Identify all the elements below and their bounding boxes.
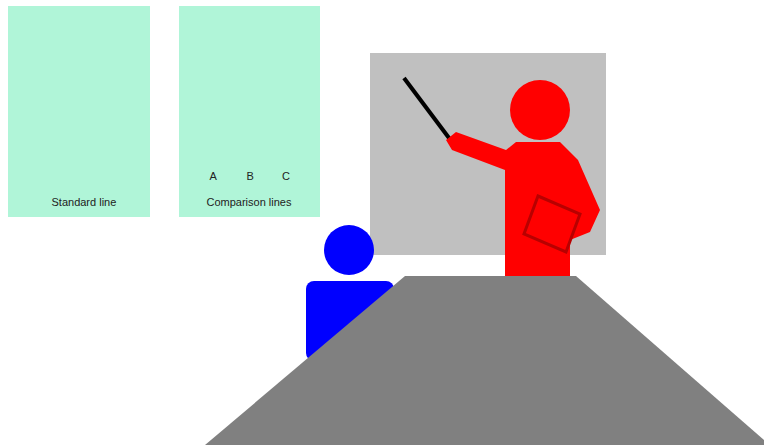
comparison-line	[212, 58, 215, 170]
line-panel: Standard line	[8, 6, 150, 217]
line-letter: A	[210, 170, 217, 183]
panel-label: Comparison lines	[207, 196, 292, 209]
clipboard	[524, 196, 580, 252]
student-head	[324, 225, 374, 275]
teacher-body	[446, 132, 600, 285]
panel-label: Standard line	[52, 196, 117, 209]
table	[205, 276, 764, 445]
comparison-line	[285, 41, 288, 170]
teacher-head	[510, 80, 570, 140]
line-letter: B	[247, 170, 254, 183]
pointer	[404, 78, 452, 142]
line-panel: A B C Comparison lines	[179, 6, 320, 217]
standard-line	[83, 23, 86, 164]
comparison-line	[249, 23, 252, 170]
line-letter: C	[282, 170, 290, 183]
